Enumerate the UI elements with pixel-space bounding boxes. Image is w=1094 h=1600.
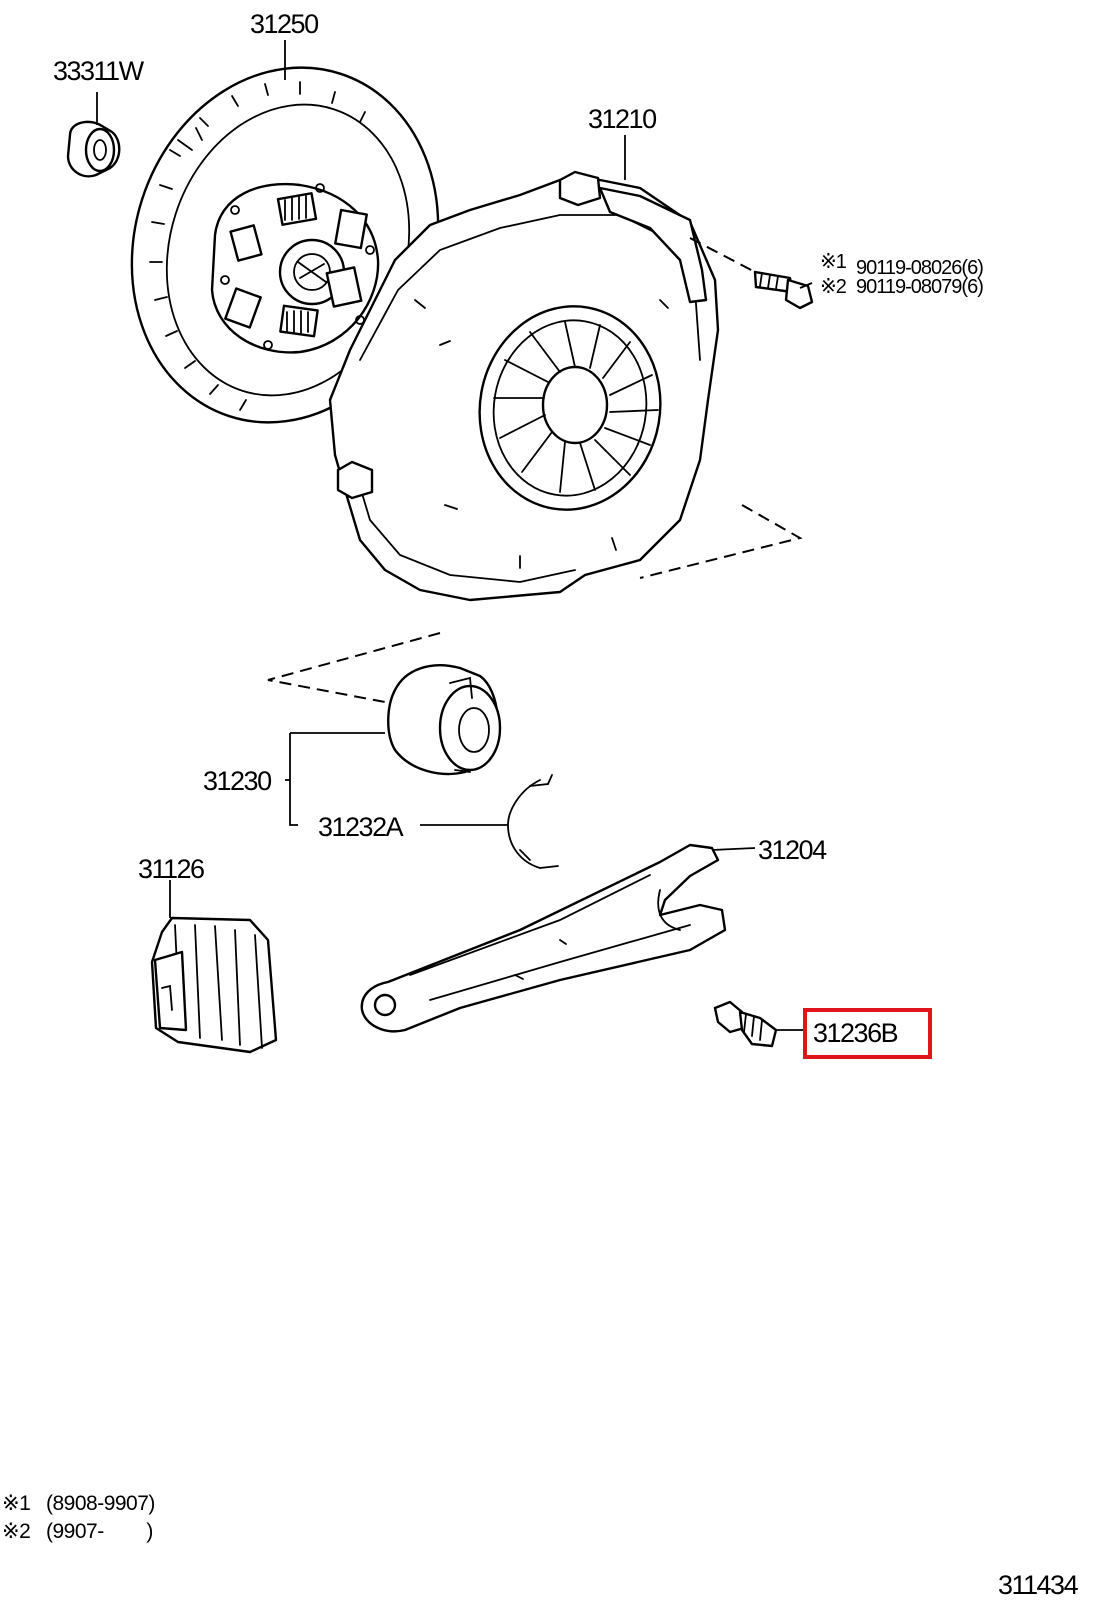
label-31232a: 31232A [318, 812, 404, 842]
highlight-box [803, 1008, 932, 1059]
clutch-cover-illustration[interactable] [328, 170, 720, 602]
label-31210: 31210 [588, 104, 656, 134]
clip-illustration[interactable] [507, 774, 559, 869]
label-31126: 31126 [138, 854, 204, 884]
bolt-part-90119-08079: 90119-08079(6) [856, 276, 983, 298]
bolt-marker-2: ※2 [820, 276, 847, 298]
clutch-disc-illustration[interactable] [87, 27, 484, 462]
pilot-bearing-illustration[interactable] [66, 120, 121, 178]
label-31230: 31230 [203, 766, 271, 796]
label-31236b[interactable]: 31236B [813, 1018, 899, 1048]
label-31204: 31204 [758, 835, 827, 865]
footnote-marker-2: ※2 [2, 1520, 30, 1543]
leader-lines [96, 40, 813, 1031]
cover-bolt-illustration[interactable] [753, 270, 814, 310]
footnote-range-2: (9907- ) [46, 1520, 153, 1543]
label-33311w: 33311W [53, 56, 145, 86]
boot-illustration[interactable] [150, 916, 278, 1054]
footnote-range-1: (8908-9907) [46, 1492, 155, 1515]
assembly-lines [267, 237, 803, 703]
release-fork-illustration[interactable] [360, 843, 727, 1033]
bolt-marker-1: ※1 [820, 251, 847, 273]
figure-number: 311434 [998, 1570, 1079, 1600]
release-bearing-illustration[interactable] [387, 664, 502, 776]
bolt-part-90119-08026: 90119-08026(6) [856, 257, 983, 279]
label-31250: 31250 [250, 9, 318, 39]
footnote-marker-1: ※1 [2, 1492, 30, 1515]
pivot-bolt-illustration[interactable] [713, 1000, 778, 1048]
